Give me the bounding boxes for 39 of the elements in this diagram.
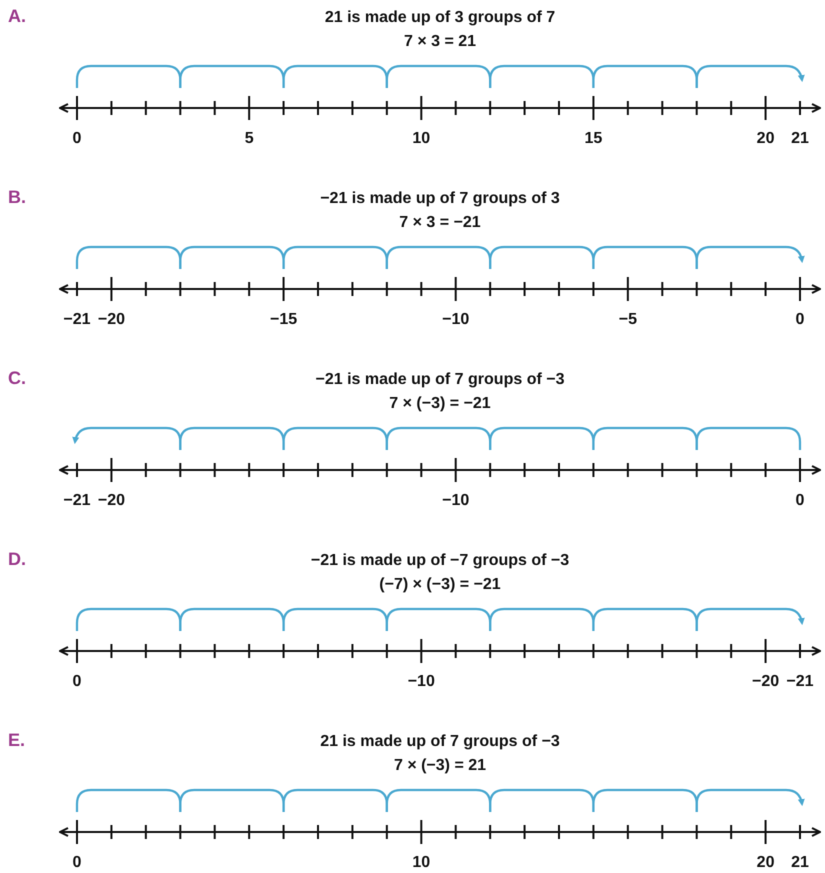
- equation-text: 7 × (−3) = −21: [389, 394, 491, 414]
- tick-label: 10: [412, 853, 430, 873]
- statement-text: 21 is made up of 3 groups of 7: [324, 8, 556, 28]
- equation-text: 7 × 3 = −21: [399, 213, 481, 233]
- panel-letter: B.: [8, 187, 26, 207]
- statement-text: 21 is made up of 7 groups of −3: [320, 732, 560, 752]
- panel-letter: C.: [8, 368, 26, 388]
- tick-label: 20: [756, 853, 774, 873]
- equation-text: 7 × (−3) = 21: [394, 756, 486, 776]
- tick-label: −20: [752, 672, 780, 692]
- panel-letter: D.: [8, 549, 26, 569]
- tick-label: 5: [244, 129, 254, 149]
- equation-text: 7 × 3 = 21: [404, 32, 476, 52]
- tick-label: 21: [791, 853, 809, 873]
- tick-label: −21: [786, 672, 814, 692]
- tick-label: 20: [756, 129, 774, 149]
- tick-label: 0: [796, 491, 804, 511]
- tick-label: −21: [63, 310, 91, 330]
- statement-text: −21 is made up of 7 groups of −3: [316, 370, 564, 390]
- statement-text: −21 is made up of 7 groups of 3: [320, 189, 560, 209]
- panel-letter: A.: [8, 6, 26, 26]
- tick-label: −5: [618, 310, 637, 330]
- tick-label: 0: [72, 672, 82, 692]
- tick-label: 0: [796, 310, 804, 330]
- tick-label: 21: [791, 129, 809, 149]
- tick-label: 0: [72, 129, 82, 149]
- tick-label: −20: [98, 310, 125, 330]
- panel-letter: E.: [8, 730, 26, 750]
- tick-label: −10: [442, 310, 470, 330]
- tick-label: −10: [442, 491, 470, 511]
- tick-label: −15: [270, 310, 298, 330]
- tick-label: 15: [584, 129, 602, 149]
- statement-text: −21 is made up of −7 groups of −3: [310, 551, 570, 571]
- tick-label: 10: [412, 129, 430, 149]
- equation-text: (−7) × (−3) = −21: [379, 575, 501, 595]
- tick-label: −21: [63, 491, 91, 511]
- tick-label: −10: [408, 672, 435, 692]
- tick-label: 0: [72, 853, 82, 873]
- tick-label: −20: [98, 491, 125, 511]
